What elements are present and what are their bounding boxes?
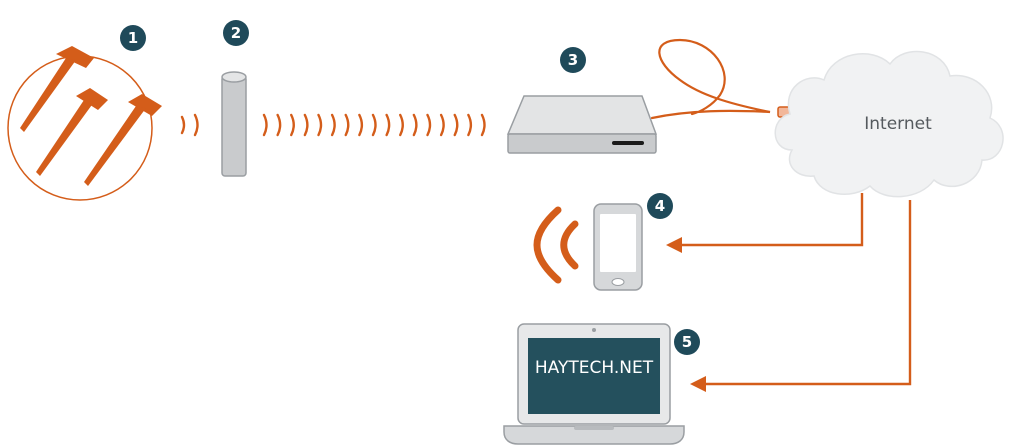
cloud-icon [774, 50, 1004, 198]
step-badge-5: 5 [674, 329, 700, 355]
sensor-probe-icon [20, 46, 94, 132]
svg-text:1: 1 [128, 29, 138, 47]
wireless-signal-icon [180, 113, 199, 137]
signal-wave-arc [262, 113, 268, 137]
signal-wave-arc [276, 113, 282, 137]
signal-wave-arc [290, 113, 295, 137]
signal-wave-arc [385, 113, 391, 137]
cloud-label: Internet [864, 114, 932, 134]
router-icon [506, 95, 658, 154]
signal-wave-arc [344, 113, 350, 137]
signal-wave-arc [439, 113, 445, 137]
svg-text:4: 4 [655, 197, 665, 215]
laptop-icon [503, 323, 685, 445]
transmitter-icon [221, 71, 247, 177]
step-badge-1: 1 [120, 25, 146, 51]
signal-wave-arc [303, 113, 309, 137]
arrow-to-phone-icon [666, 237, 682, 253]
laptop-screen [528, 338, 660, 414]
signal-wave-arc [371, 113, 377, 137]
svg-text:2: 2 [231, 24, 241, 42]
laptop-screen-text: HAYTECH.NET [535, 358, 654, 378]
connection-lines [680, 193, 912, 386]
sensor-probe-icon [84, 94, 162, 186]
step-badge-4: 4 [647, 193, 673, 219]
signal-wave-arc [453, 113, 459, 137]
smartphone-icon [593, 203, 643, 291]
signal-wave-arc [358, 113, 364, 137]
sensor-probe-group [7, 46, 162, 201]
signal-wave-arc [426, 113, 432, 137]
signal-wave-arc [467, 113, 473, 137]
wireless-signal-icon [533, 206, 579, 284]
network-cable [650, 38, 771, 120]
cloud-to-laptop-line [706, 200, 912, 386]
step-badge-2: 2 [223, 20, 249, 46]
svg-text:5: 5 [682, 333, 692, 351]
wireless-signal-icon [262, 113, 486, 137]
signal-wave-arc [399, 113, 404, 137]
cloud-to-phone-line [680, 193, 864, 247]
signal-wave-arc [330, 113, 336, 137]
arrow-to-laptop-icon [690, 376, 706, 392]
signal-wave-arc [412, 113, 418, 137]
step-badge-3: 3 [560, 47, 586, 73]
signal-wave-arc [317, 113, 323, 137]
sensor-probe-icon [36, 88, 108, 176]
signal-wave-arc [480, 113, 486, 137]
svg-text:3: 3 [568, 51, 578, 69]
